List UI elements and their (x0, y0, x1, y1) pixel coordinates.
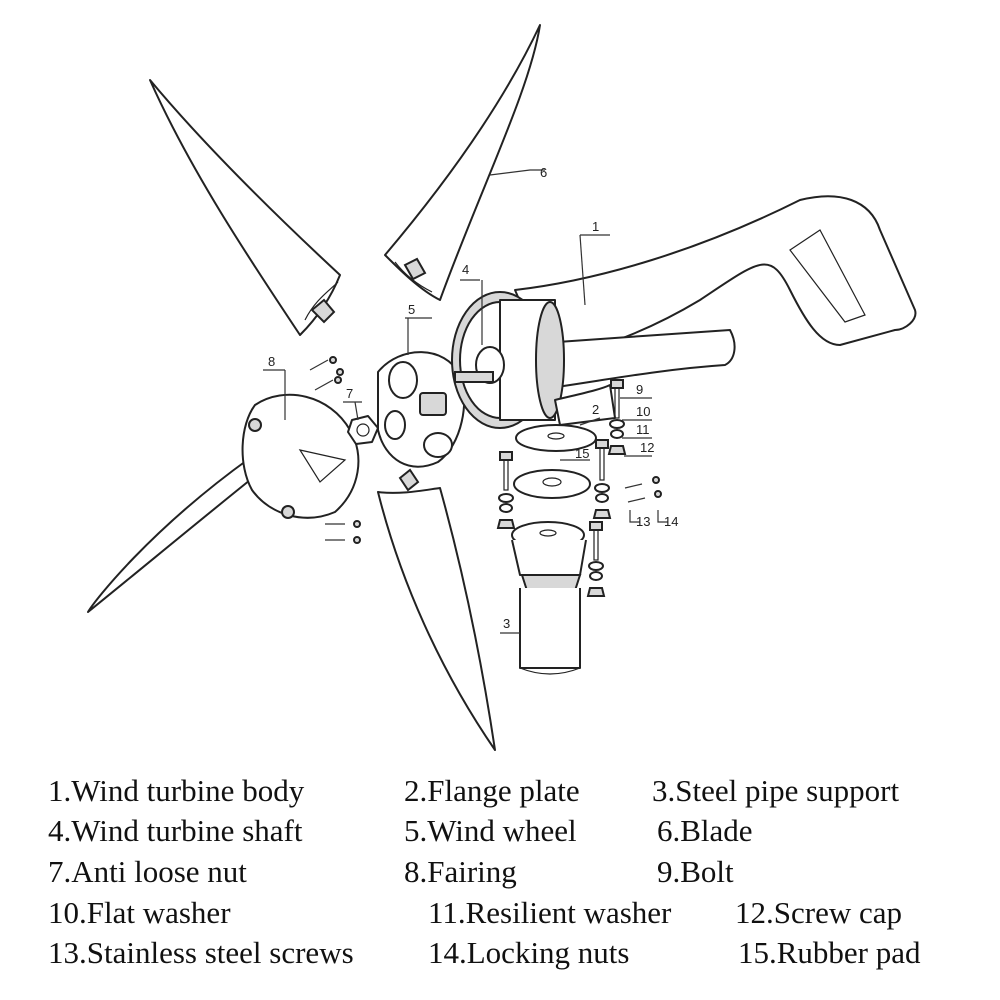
callout-4: 4 (462, 262, 469, 277)
leader-lines (263, 169, 668, 634)
legend-item-3: 3.Steel pipe support (652, 773, 900, 808)
callout-11: 11 (636, 422, 650, 437)
legend-item-10: 10.Flat washer (48, 895, 231, 930)
blade-top-left (149, 79, 341, 336)
callout-9: 9 (636, 382, 643, 397)
anti-loose-nut (347, 415, 379, 445)
callout-6: 6 (540, 165, 547, 180)
legend-item-9: 9.Bolt (657, 854, 734, 889)
legend-item-12: 12.Screw cap (735, 895, 902, 930)
wind-turbine-shaft (454, 346, 505, 384)
stainless-steel-screws-right (624, 476, 662, 503)
callout-1: 1 (592, 219, 599, 234)
callout-8: 8 (268, 354, 275, 369)
steel-pipe-support (519, 588, 581, 675)
callout-15: 15 (575, 446, 589, 461)
flange-plate-upper (515, 424, 597, 452)
legend-item-2: 2.Flange plate (404, 773, 580, 808)
legend-item-15: 15.Rubber pad (738, 935, 921, 970)
stainless-steel-screws-upper (309, 356, 344, 391)
callout-13: 13 (636, 514, 650, 529)
bolt-set-left (496, 451, 516, 529)
legend-item-6: 6.Blade (657, 813, 753, 848)
legend-item-1: 1.Wind turbine body (48, 773, 305, 808)
callout-3: 3 (503, 616, 510, 631)
blade-top-right (384, 24, 541, 301)
bolt-set-top (607, 379, 627, 455)
legend-item-4: 4.Wind turbine shaft (48, 813, 303, 848)
callout-10: 10 (636, 404, 650, 419)
exploded-view-diagram: 6 1 4 5 8 7 2 15 9 10 11 12 13 14 3 (87, 24, 917, 751)
bolt-set-right (592, 439, 612, 519)
rubber-pad (513, 469, 591, 499)
callout-7: 7 (346, 386, 353, 401)
parts-legend: 1.Wind turbine body 2.Flange plate 3.Ste… (0, 765, 1000, 995)
legend-item-5: 5.Wind wheel (404, 813, 577, 848)
blade-bottom-left (87, 457, 266, 613)
bolt-set-bottom (586, 521, 606, 597)
legend-item-13: 13.Stainless steel screws (48, 935, 354, 970)
legend-item-14: 14.Locking nuts (428, 935, 630, 970)
stainless-steel-screws-lower (325, 520, 361, 544)
wind-turbine-body (451, 195, 917, 429)
legend-item-11: 11.Resilient washer (428, 895, 672, 930)
legend-item-8: 8.Fairing (404, 854, 517, 889)
wind-wheel-hub (377, 351, 466, 468)
callout-14: 14 (664, 514, 678, 529)
blade-bottom (377, 468, 496, 751)
callout-2: 2 (592, 402, 599, 417)
legend-item-7: 7.Anti loose nut (48, 854, 247, 889)
callout-12: 12 (640, 440, 654, 455)
fairing (241, 393, 360, 519)
callout-5: 5 (408, 302, 415, 317)
